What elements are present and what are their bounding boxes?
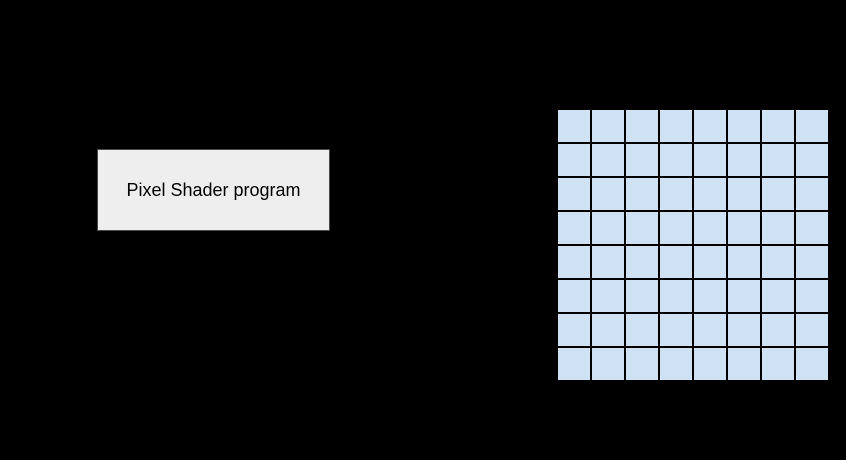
pixel-cell xyxy=(626,348,658,380)
pixel-cell xyxy=(796,144,828,176)
pixel-cell xyxy=(626,144,658,176)
pixel-cell xyxy=(592,348,624,380)
pixel-cell xyxy=(728,110,760,142)
pixel-cell xyxy=(694,348,726,380)
pixel-cell xyxy=(728,178,760,210)
pixel-cell xyxy=(660,348,692,380)
pixel-cell xyxy=(592,110,624,142)
pixel-cell xyxy=(796,314,828,346)
pixel-cell xyxy=(558,314,590,346)
pixel-cell xyxy=(796,178,828,210)
pixel-cell xyxy=(558,144,590,176)
pixel-cell xyxy=(660,280,692,312)
pixel-cell xyxy=(728,246,760,278)
pixel-cell xyxy=(728,348,760,380)
pixel-cell xyxy=(626,178,658,210)
pixel-cell xyxy=(796,212,828,244)
pixel-cell xyxy=(762,348,794,380)
pixel-cell xyxy=(762,280,794,312)
pixel-cell xyxy=(592,314,624,346)
pixel-shader-box: Pixel Shader program xyxy=(97,149,330,231)
pixel-cell xyxy=(626,110,658,142)
pixel-cell xyxy=(626,314,658,346)
pixel-shader-label: Pixel Shader program xyxy=(126,180,301,200)
pixel-cell xyxy=(762,178,794,210)
pixel-cell xyxy=(558,178,590,210)
pixel-cell xyxy=(796,348,828,380)
pixel-cell xyxy=(762,144,794,176)
pixel-cell xyxy=(796,110,828,142)
pixel-cell xyxy=(762,246,794,278)
pixel-cell xyxy=(728,144,760,176)
pixel-cell xyxy=(592,178,624,210)
pixel-cell xyxy=(660,314,692,346)
pixel-cell xyxy=(626,246,658,278)
pixel-cell xyxy=(762,212,794,244)
pixel-cell xyxy=(592,246,624,278)
pixel-cell xyxy=(762,110,794,142)
pixel-cell xyxy=(592,280,624,312)
pixel-grid xyxy=(556,108,830,382)
pixel-cell xyxy=(694,212,726,244)
pixel-cell xyxy=(694,144,726,176)
pixel-cell xyxy=(660,144,692,176)
pixel-cell xyxy=(660,110,692,142)
pixel-cell xyxy=(728,314,760,346)
pixel-cell xyxy=(796,280,828,312)
pixel-cell xyxy=(660,246,692,278)
pixel-cell xyxy=(626,280,658,312)
pixel-cell xyxy=(592,144,624,176)
pixel-cell xyxy=(728,280,760,312)
pixel-cell xyxy=(558,246,590,278)
pixel-cell xyxy=(558,280,590,312)
pixel-cell xyxy=(694,246,726,278)
pixel-cell xyxy=(558,212,590,244)
pixel-cell xyxy=(728,212,760,244)
pixel-cell xyxy=(796,246,828,278)
pixel-cell xyxy=(558,110,590,142)
pixel-cell xyxy=(762,314,794,346)
pixel-cell xyxy=(660,178,692,210)
pixel-cell xyxy=(694,110,726,142)
pixel-cell xyxy=(694,178,726,210)
pixel-cell xyxy=(660,212,692,244)
pixel-cell xyxy=(694,314,726,346)
pixel-cell xyxy=(592,212,624,244)
pixel-cell xyxy=(694,280,726,312)
pixel-cell xyxy=(558,348,590,380)
pixel-cell xyxy=(626,212,658,244)
